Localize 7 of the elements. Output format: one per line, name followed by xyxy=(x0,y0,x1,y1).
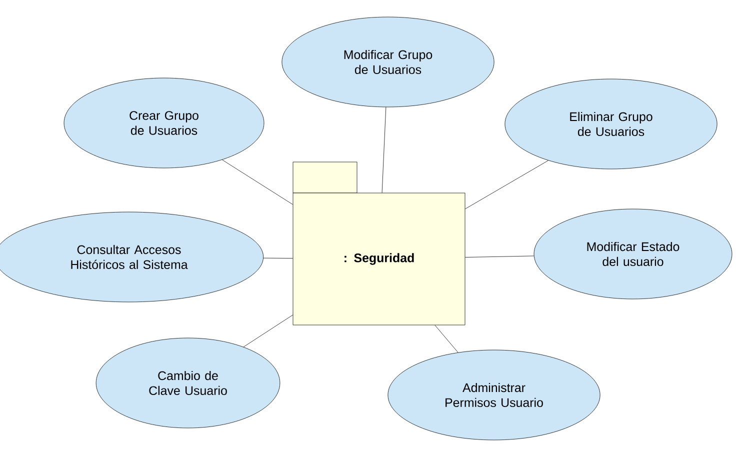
connector-line xyxy=(382,106,386,193)
connector-line xyxy=(434,325,458,353)
package-box: : Seguridad xyxy=(292,162,466,326)
connector-line xyxy=(243,314,293,348)
connector-line xyxy=(465,256,534,258)
connector-line xyxy=(465,160,548,210)
connector-line xyxy=(222,160,293,205)
